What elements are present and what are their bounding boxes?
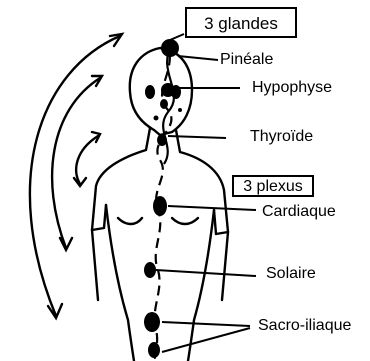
circulation-arrows xyxy=(30,34,122,318)
label-thyroide: Thyroïde xyxy=(250,129,313,145)
sacral-dot-1 xyxy=(144,312,160,332)
pineal-dot xyxy=(161,39,179,57)
label-hypophyse: Hypophyse xyxy=(252,80,332,96)
pituitary-dot xyxy=(161,83,175,97)
solar-dot xyxy=(144,262,156,278)
cardiac-dot xyxy=(153,196,167,216)
label-solaire: Solaire xyxy=(266,266,316,282)
glands-box-label: 3 glandes xyxy=(204,14,278,33)
label-cardiaque: Cardiaque xyxy=(262,204,336,220)
sacral-dot-2 xyxy=(148,342,160,358)
label-sacro-iliaque: Sacro-iliaque xyxy=(258,318,351,334)
thyroid-dot xyxy=(157,134,167,146)
plexus-box: 3 plexus xyxy=(232,175,314,197)
glands-box: 3 glandes xyxy=(185,7,297,38)
plexus-box-label: 3 plexus xyxy=(243,178,303,195)
label-pineal: Pinéale xyxy=(220,52,273,68)
